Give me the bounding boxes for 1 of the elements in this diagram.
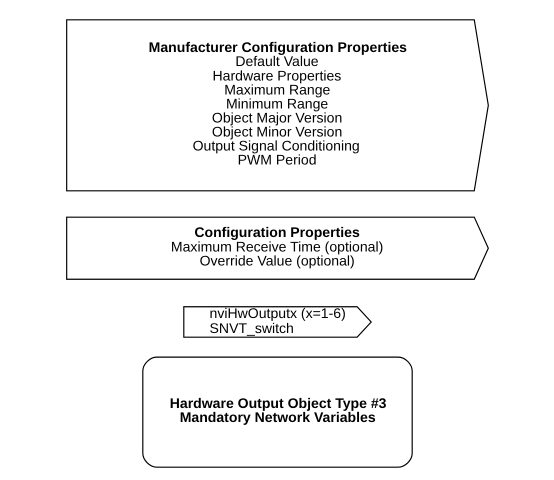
node-box: Hardware Output Object Type #3 Mandatory Network Variables — [142, 356, 412, 468]
